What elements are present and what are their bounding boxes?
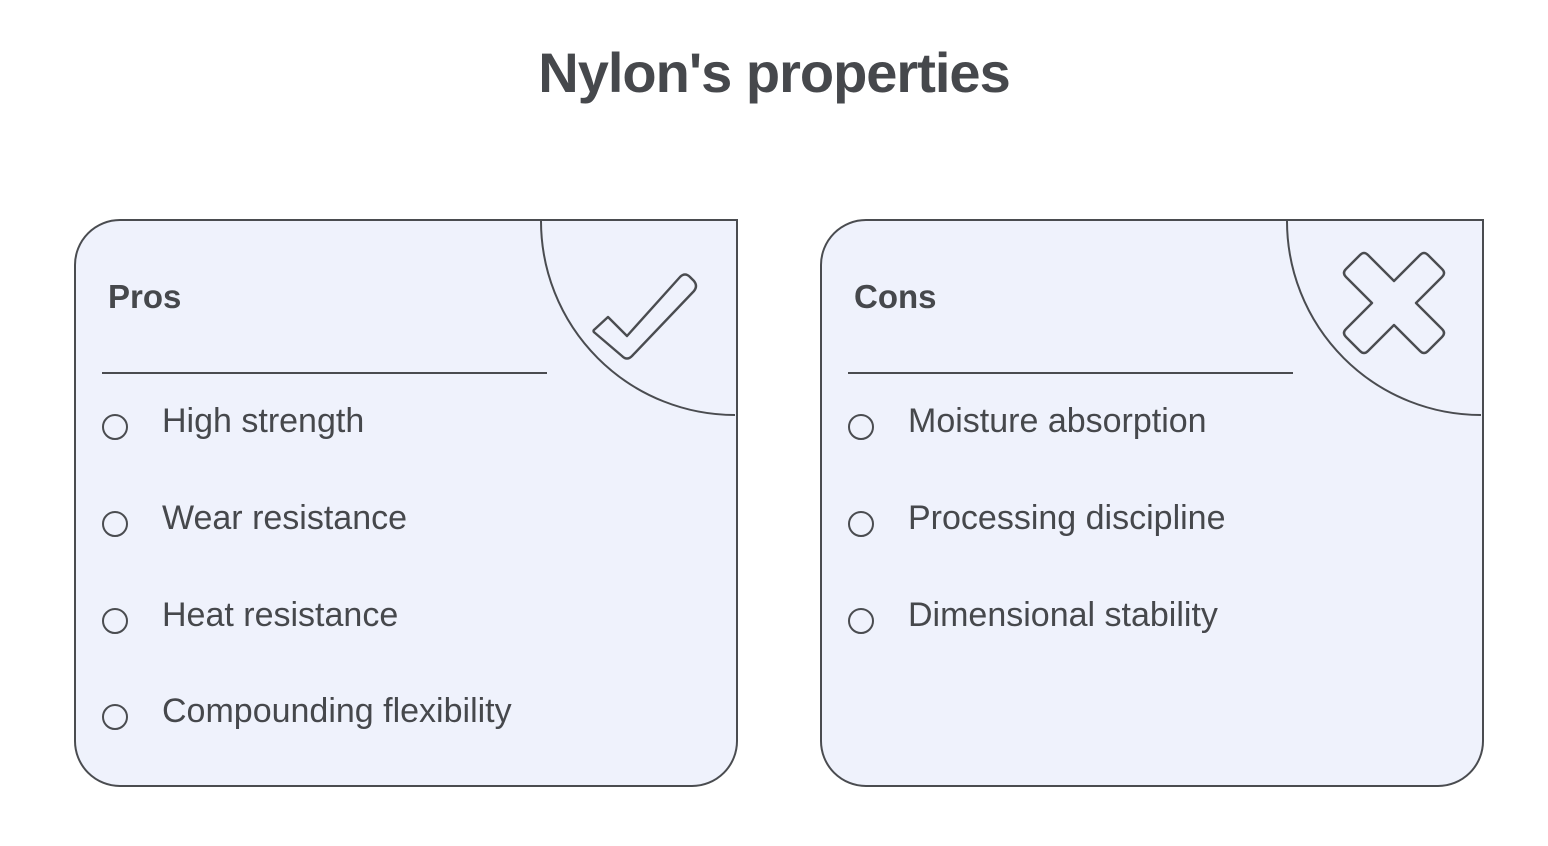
cons-heading: Cons xyxy=(854,278,937,315)
pros-divider xyxy=(102,372,547,374)
cons-card: Cons Moisture absorption Processing disc… xyxy=(820,219,1484,787)
bullet-circle-icon xyxy=(102,704,128,730)
list-item: High strength xyxy=(102,401,364,441)
list-item: Compounding flexibility xyxy=(102,691,512,731)
bullet-circle-icon xyxy=(848,608,874,634)
bullet-circle-icon xyxy=(848,414,874,440)
x-icon xyxy=(1342,251,1446,355)
pros-card: Pros High strength Wear resistance Heat … xyxy=(74,219,738,787)
list-item: Processing discipline xyxy=(848,498,1226,538)
list-item: Heat resistance xyxy=(102,595,398,635)
bullet-circle-icon xyxy=(848,511,874,537)
corner-arc xyxy=(1286,221,1482,416)
pros-heading: Pros xyxy=(108,278,182,315)
bullet-circle-icon xyxy=(102,414,128,440)
list-item: Moisture absorption xyxy=(848,401,1207,441)
bullet-circle-icon xyxy=(102,511,128,537)
bullet-circle-icon xyxy=(102,608,128,634)
list-item: Wear resistance xyxy=(102,498,407,538)
page-title: Nylon's properties xyxy=(538,41,1010,104)
corner-arc xyxy=(540,221,736,416)
list-item: Dimensional stability xyxy=(848,595,1218,635)
cons-divider xyxy=(848,372,1293,374)
check-icon xyxy=(592,273,698,360)
